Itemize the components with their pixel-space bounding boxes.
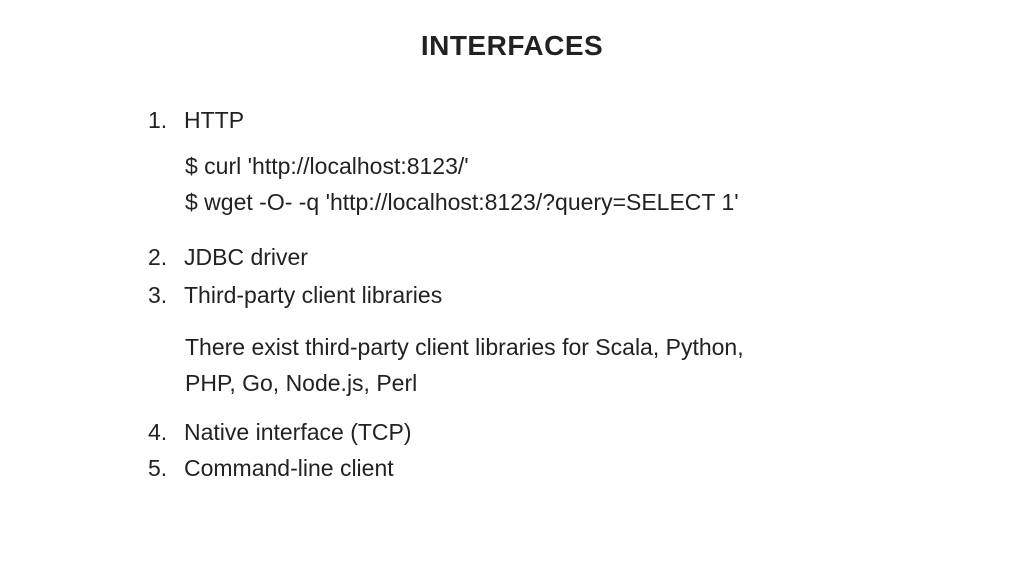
list-item-number: 4. bbox=[148, 419, 168, 445]
list-item-number: 1. bbox=[148, 107, 168, 133]
list-item-cli: 5. Command-line client bbox=[148, 454, 394, 482]
list-item-http: 1. HTTP bbox=[148, 106, 244, 134]
list-item-label: JDBC driver bbox=[184, 244, 308, 270]
list-item-native: 4. Native interface (TCP) bbox=[148, 418, 412, 446]
description-line: There exist third-party client libraries… bbox=[185, 334, 744, 360]
list-item-third-party: 3. Third-party client libraries bbox=[148, 281, 442, 309]
list-item-number: 3. bbox=[148, 282, 168, 308]
list-item-label: HTTP bbox=[184, 107, 245, 133]
description-line: PHP, Go, Node.js, Perl bbox=[185, 370, 418, 396]
list-item-number: 2. bbox=[148, 244, 168, 270]
slide-title: INTERFACES bbox=[420, 30, 604, 61]
list-item-label: Third-party client libraries bbox=[184, 282, 443, 308]
curl-command: $ curl 'http://localhost:8123/' bbox=[185, 153, 469, 179]
http-examples: $ curl 'http://localhost:8123/' $ wget -… bbox=[185, 148, 739, 220]
wget-command: $ wget -O- -q 'http://localhost:8123/?qu… bbox=[185, 189, 739, 215]
list-item-number: 5. bbox=[148, 455, 168, 481]
list-item-label: Command-line client bbox=[184, 455, 394, 481]
list-item-jdbc: 2. JDBC driver bbox=[148, 243, 308, 271]
third-party-description: There exist third-party client libraries… bbox=[185, 329, 744, 401]
list-item-label: Native interface (TCP) bbox=[184, 419, 412, 445]
